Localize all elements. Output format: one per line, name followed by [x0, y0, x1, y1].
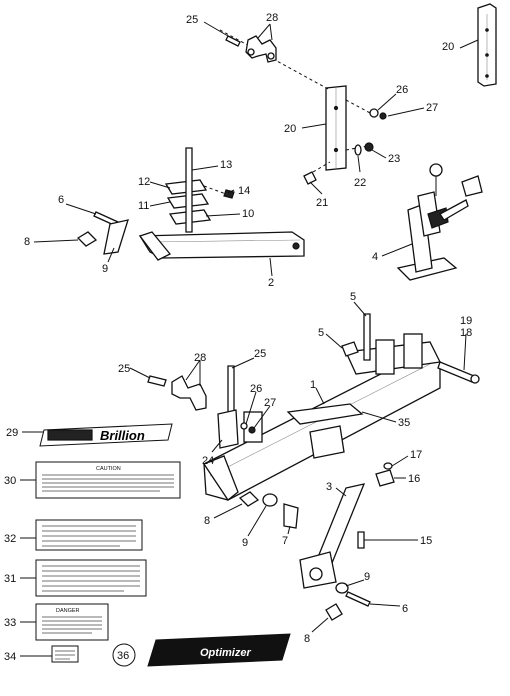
decal-33-danger[interactable]: DANGER: [35, 603, 109, 641]
callout-6: 6: [58, 194, 64, 206]
decal-29-brillion[interactable]: Brillion: [39, 423, 173, 447]
callout-15: 15: [420, 535, 432, 547]
stand-assembly: [219, 3, 497, 185]
bolt-21: [303, 171, 317, 185]
decal-34[interactable]: [51, 645, 79, 663]
callout-22: 22: [354, 177, 366, 189]
callout-35: 35: [398, 417, 410, 429]
callout-26: 26: [396, 84, 408, 96]
callout-5: 5: [318, 327, 324, 339]
nut-27-top: [379, 112, 387, 120]
callout-34: 34: [4, 651, 16, 663]
callout-20: 20: [284, 123, 296, 135]
callout-21: 21: [316, 197, 328, 209]
callout-4: 4: [372, 251, 378, 263]
callout-6: 6: [402, 603, 408, 615]
callout-25: 25: [186, 14, 198, 26]
callout-8: 8: [304, 633, 310, 645]
callout-9: 9: [364, 571, 370, 583]
caution-title: CAUTION: [96, 466, 121, 472]
bolt-13: [185, 147, 193, 233]
callout-7: 7: [282, 535, 288, 547]
callout-25: 25: [118, 363, 130, 375]
optimizer-logo-text: Optimizer: [200, 647, 251, 659]
callout-29: 29: [6, 427, 18, 439]
callout-23: 23: [388, 153, 400, 165]
bolt-25-top: [225, 35, 241, 47]
leader-lines: [20, 21, 479, 657]
part-35-plate: [286, 403, 364, 425]
leg-assembly: [299, 462, 395, 621]
jack-assembly: [396, 163, 483, 281]
callout-28: 28: [194, 352, 206, 364]
callout-18: 18: [460, 327, 472, 339]
callout-9: 9: [242, 537, 248, 549]
washer-9-lower: [335, 582, 349, 594]
callout-8: 8: [204, 515, 210, 527]
bracket-28-mid: [171, 375, 207, 411]
callout-24: 24: [202, 455, 214, 467]
callout-10: 10: [242, 208, 254, 220]
decal-36-round[interactable]: [112, 643, 136, 667]
washer-9-mid: [262, 493, 278, 507]
decal-optimizer[interactable]: Optimizer: [147, 633, 291, 667]
bolt-19: [437, 361, 475, 383]
brillion-logo-text: Brillion: [100, 428, 145, 443]
callout-36: 36: [117, 650, 129, 662]
decal-31[interactable]: [35, 559, 147, 597]
callout-11: 11: [138, 200, 149, 212]
callout-30: 30: [4, 475, 16, 487]
callout-14: 14: [238, 185, 250, 197]
decal-32[interactable]: [35, 519, 143, 551]
callout-19: 19: [460, 315, 472, 327]
callout-9: 9: [102, 263, 108, 275]
hitch-arm-assembly: [76, 147, 305, 261]
callout-12: 12: [138, 176, 150, 188]
part-2-arm: [138, 231, 305, 259]
pin-7: [283, 503, 299, 529]
callout-25: 25: [254, 348, 266, 360]
washer-22: [354, 144, 362, 156]
link-9-left: [103, 219, 129, 255]
nut-5: [341, 341, 359, 357]
callout-2: 2: [268, 277, 274, 289]
callout-31: 31: [4, 573, 16, 585]
callout-16: 16: [408, 473, 420, 485]
pin-6-lower: [345, 591, 371, 607]
nut-23: [364, 142, 374, 152]
nut-8-left: [76, 231, 98, 247]
callout-20: 20: [442, 41, 454, 53]
nut-8-lower: [325, 603, 343, 621]
callout-27: 27: [426, 102, 438, 114]
callout-numbers: 25 28 20 26 27 20 23 22 21 13 12 14 11 1…: [4, 12, 472, 663]
bracket-24: [217, 409, 239, 449]
bracket-16: [375, 469, 395, 487]
callout-8: 8: [24, 236, 30, 248]
main-frame-assembly: [147, 313, 480, 529]
callout-5: 5: [350, 291, 356, 303]
callout-28: 28: [266, 12, 278, 24]
callout-33: 33: [4, 617, 16, 629]
washer-26-top: [369, 108, 379, 118]
nut-8-mid: [238, 491, 260, 507]
callout-17: 17: [410, 449, 422, 461]
decal-30-caution[interactable]: CAUTION: [35, 461, 181, 499]
callout-3: 3: [326, 481, 332, 493]
callout-32: 32: [4, 533, 16, 545]
callout-27: 27: [264, 397, 276, 409]
danger-title: DANGER: [56, 608, 80, 614]
callout-1: 1: [310, 379, 316, 391]
callout-13: 13: [220, 159, 232, 171]
callout-26: 26: [250, 383, 262, 395]
bolt-15: [357, 531, 365, 549]
